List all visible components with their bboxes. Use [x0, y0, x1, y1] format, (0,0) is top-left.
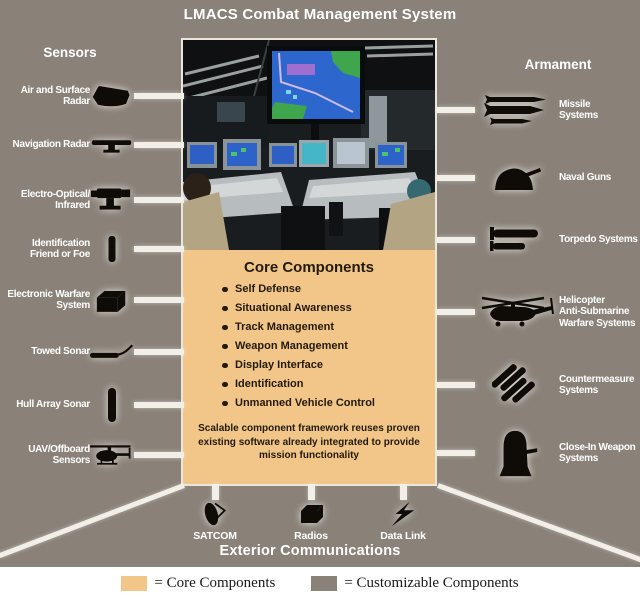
- central-panel: Core Components Self Defense Situational…: [181, 38, 437, 486]
- customizable-color-swatch: [311, 576, 338, 591]
- satcom-dish-icon: [200, 501, 230, 527]
- sensors-header: Sensors: [43, 45, 97, 60]
- connector-line: [134, 297, 184, 303]
- asw-helicopter-icon: [475, 294, 559, 330]
- core-bullet: Unmanned Vehicle Control: [222, 397, 435, 409]
- sensor-label: Navigation Radar: [12, 139, 91, 151]
- armament-item-countermeasure-systems: Countermeasure Systems: [437, 357, 640, 413]
- connector-line: [437, 107, 475, 113]
- navigation-radar-icon: [90, 135, 134, 155]
- armament-item-torpedo-systems: Torpedo Systems: [437, 212, 640, 268]
- connector-line: [134, 452, 184, 458]
- armament-item-ciws: Close-In Weapon Systems: [437, 425, 640, 481]
- core-components-panel: Core Components Self Defense Situational…: [183, 250, 435, 484]
- connector-line: [134, 349, 184, 355]
- ops-room-illustration: [183, 40, 435, 250]
- armament-label: Missile Systems: [559, 98, 599, 122]
- connector-line: [437, 175, 475, 181]
- sensor-label: Identification Friend or Foe: [30, 237, 90, 261]
- core-note: Scalable component framework reuses prov…: [198, 423, 420, 461]
- core-color-swatch: [121, 576, 148, 591]
- comm-label: SATCOM: [193, 530, 237, 542]
- legend-item-customizable: = Customizable Components: [311, 575, 519, 592]
- connector-line: [134, 246, 184, 252]
- towed-sonar-icon: [90, 342, 134, 362]
- comm-item-data-link: Data Link: [366, 484, 440, 542]
- armament-label: Countermeasure Systems: [559, 373, 635, 397]
- sensor-item-uav-offboard: UAV/Offboard Sensors: [0, 431, 184, 479]
- core-components-list: Self Defense Situational Awareness Track…: [183, 283, 435, 409]
- connector-line: [134, 402, 184, 408]
- connector-line: [437, 382, 475, 388]
- connector-line: [437, 237, 475, 243]
- ciws-icon: [475, 428, 559, 478]
- connector-line: [134, 93, 184, 99]
- page-title: LMACS Combat Management System: [183, 6, 457, 23]
- iff-antenna-icon: [90, 235, 134, 263]
- core-components-title: Core Components: [243, 259, 374, 276]
- legend-label: = Core Components: [154, 575, 276, 591]
- connector-line: [307, 484, 315, 500]
- core-bullet: Situational Awareness: [222, 302, 435, 314]
- legend-item-core: = Core Components: [121, 575, 275, 592]
- armament-label: Naval Guns: [559, 172, 612, 184]
- sensor-item-navigation-radar: Navigation Radar: [0, 121, 184, 169]
- sensor-label: Electronic Warfare System: [7, 288, 90, 312]
- sensor-item-electro-optical-infrared: Electro-Optical/ Infrared: [0, 176, 184, 224]
- core-bullet: Identification: [222, 378, 435, 390]
- uav-helicopter-icon: [90, 442, 134, 468]
- armament-item-helicopter-asw: Helicopter Anti-Submarine Warfare System…: [437, 284, 640, 340]
- sensor-item-hull-array-sonar: Hull Array Sonar: [0, 381, 184, 429]
- electro-optical-infrared-icon: [90, 187, 134, 213]
- exterior-communications-header: Exterior Communications: [219, 543, 401, 559]
- sensor-item-electronic-warfare: Electronic Warfare System: [0, 276, 184, 324]
- connector-line: [134, 197, 184, 203]
- sensor-label: Towed Sonar: [31, 346, 90, 358]
- connector-line: [437, 309, 475, 315]
- core-bullet: Track Management: [222, 321, 435, 333]
- data-link-bolt-icon: [388, 501, 418, 527]
- sensor-label: Hull Array Sonar: [16, 399, 90, 411]
- legend-label: = Customizable Components: [344, 575, 519, 591]
- sensor-item-towed-sonar: Towed Sonar: [0, 328, 184, 376]
- sensor-label: Air and Surface Radar: [20, 84, 91, 108]
- sensor-item-iff: Identification Friend or Foe: [0, 225, 184, 273]
- comm-item-radios: Radios: [274, 484, 348, 542]
- radio-box-icon: [298, 501, 324, 527]
- armament-label: Helicopter Anti-Submarine Warfare System…: [559, 294, 636, 329]
- legend-bar: = Core Components = Customizable Compone…: [0, 567, 640, 600]
- sensor-label: UAV/Offboard Sensors: [28, 443, 90, 467]
- air-surface-radar-icon: [90, 82, 134, 110]
- combat-center-photo: [183, 40, 435, 250]
- sensor-item-air-surface-radar: Air and Surface Radar: [0, 72, 184, 120]
- armament-label: Torpedo Systems: [559, 234, 638, 246]
- comm-label: Radios: [294, 530, 328, 542]
- core-bullet: Display Interface: [222, 359, 435, 371]
- armament-header: Armament: [524, 57, 592, 72]
- naval-gun-turret-icon: [475, 165, 559, 191]
- connector-line: [437, 450, 475, 456]
- sensor-label: Electro-Optical/ Infrared: [20, 188, 90, 212]
- connector-line: [211, 484, 219, 500]
- armament-item-naval-guns: Naval Guns: [437, 150, 640, 206]
- missiles-icon: [475, 94, 559, 126]
- core-bullet: Self Defense: [222, 283, 435, 295]
- comm-boundary-line-right: [437, 483, 640, 563]
- electronic-warfare-box-icon: [90, 287, 134, 314]
- comm-item-satcom: SATCOM: [178, 484, 252, 542]
- torpedoes-icon: [475, 227, 559, 253]
- comm-boundary-line-left: [0, 483, 185, 559]
- hull-array-sonar-icon: [90, 387, 134, 423]
- armament-label: Close-In Weapon Systems: [559, 441, 636, 465]
- connector-line: [399, 484, 407, 500]
- comm-label: Data Link: [380, 530, 426, 542]
- countermeasure-launcher-icon: [475, 360, 559, 410]
- armament-item-missile-systems: Missile Systems: [437, 82, 640, 138]
- connector-line: [134, 142, 184, 148]
- core-bullet: Weapon Management: [222, 340, 435, 352]
